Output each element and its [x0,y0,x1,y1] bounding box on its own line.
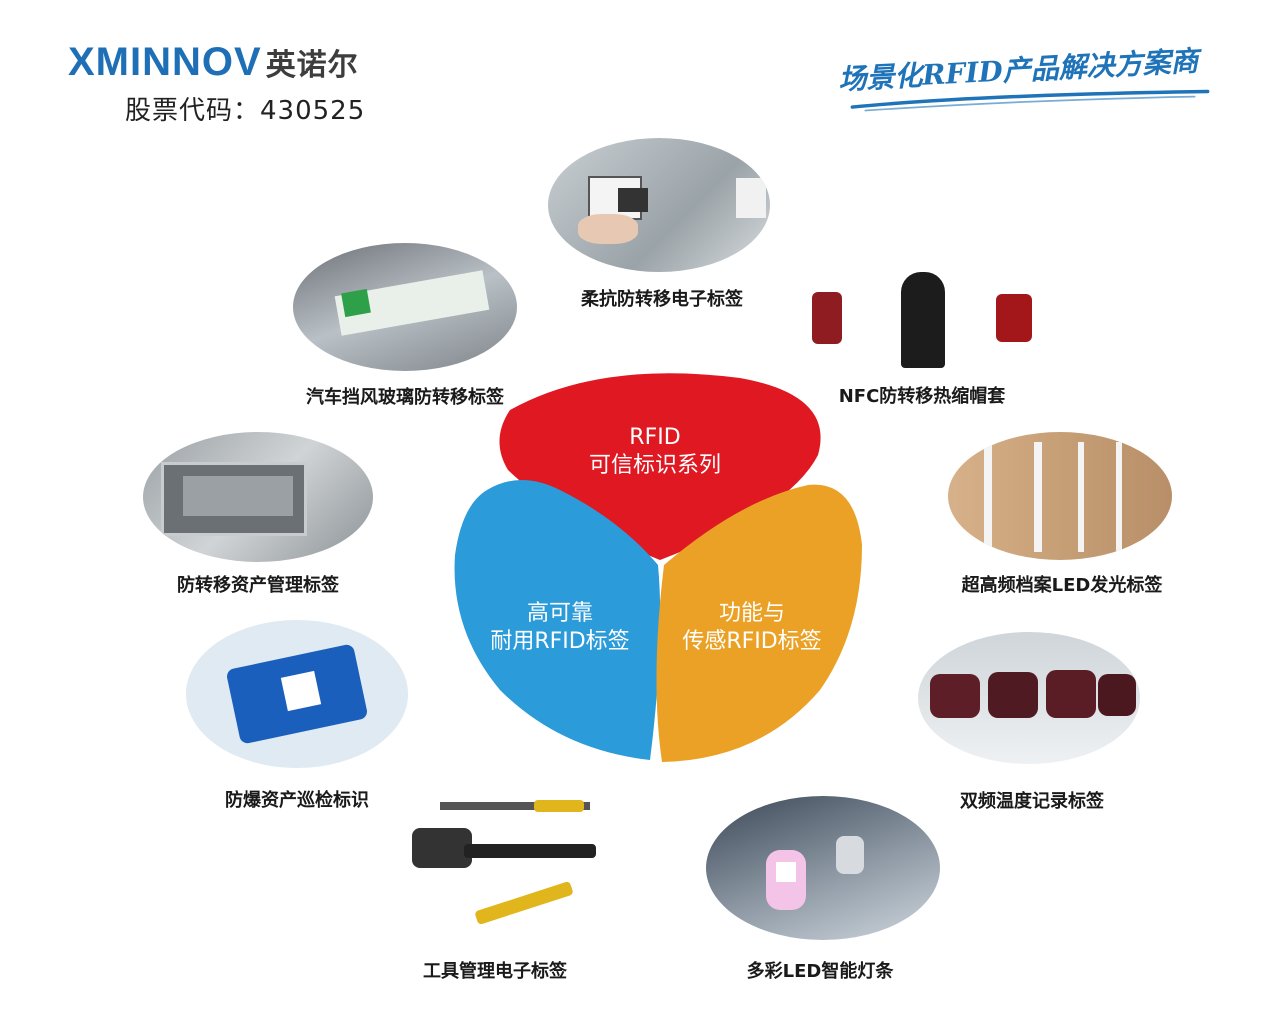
product-label-5: 超高频档案LED发光标签 [961,575,1163,596]
petal-top-line2: 可信标识系列 [588,453,722,478]
logo-en: XMINNOV [68,40,262,84]
stock-code: 股票代码：430525 [125,96,366,126]
petal-right-label: 功能与 传感RFID标签 [682,600,821,656]
product-label-8: 工具管理电子标签 [423,961,567,982]
petal-left-line1: 高可靠 [526,601,593,626]
product-label-4: 防转移资产管理标签 [177,575,339,596]
windshield-photo [293,243,517,371]
petal-right-line1: 功能与 [718,601,785,626]
petal-left-label: 高可靠 耐用RFID标签 [490,600,629,656]
petal-top-line1: RFID [629,425,681,450]
blue-tag-photo [186,620,408,768]
slogan-underline [850,89,1210,112]
petal-left [454,480,661,760]
asset-tag-photo [143,432,373,562]
product-label-3: 汽车挡风玻璃防转移标签 [306,387,504,408]
petal-right-line2: 传感RFID标签 [682,629,822,654]
petal-left-line2: 耐用RFID标签 [490,629,630,654]
blood-bag-photo [918,632,1140,764]
led-tag-photo [706,796,940,940]
battery-label-photo [548,138,770,272]
product-label-7: 双频温度记录标签 [960,791,1104,812]
petal-top-label: RFID 可信标识系列 [589,424,721,480]
petal-right [656,484,862,762]
archive-photo [948,432,1172,560]
product-label-9: 多彩LED智能灯条 [746,961,894,982]
wine-cap-photo [806,272,1034,368]
product-label-1: 柔抗防转移电子标签 [581,289,743,310]
tools-photo [404,800,604,930]
logo-cn: 英诺尔 [265,48,359,83]
product-label-2: NFC防转移热缩帽套 [838,386,1006,407]
product-label-6: 防爆资产巡检标识 [225,790,369,811]
